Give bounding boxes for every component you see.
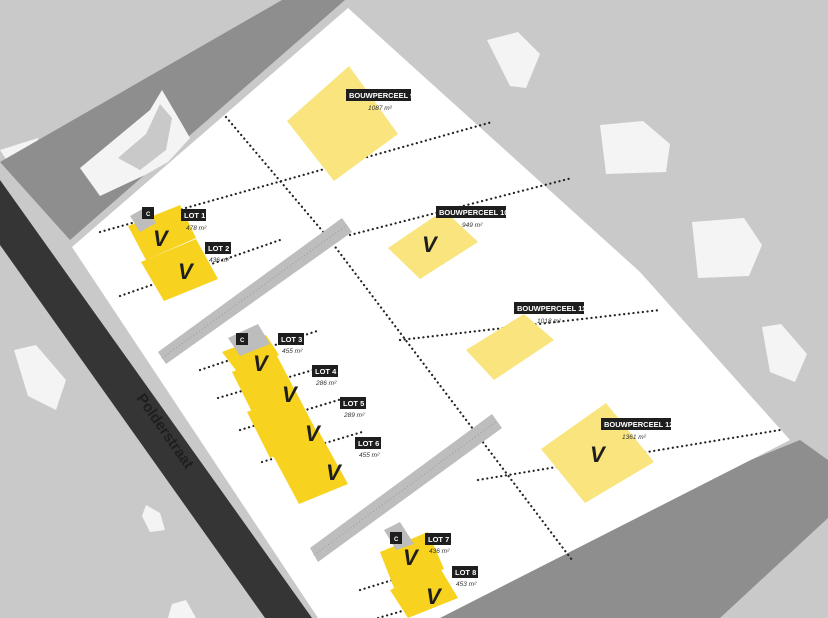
lot-8-area: 453 m² [456,581,477,588]
carport-lot-3-label: C [240,338,245,344]
lot-4-area: 286 m² [315,380,337,387]
access-path [310,414,502,562]
lot-6-v-marker: V [326,460,343,485]
lot-5-v-marker: V [305,421,322,446]
lot-8-name: LOT 8 [455,568,476,577]
bouwperceel-12-area: 1361 m² [622,434,647,441]
carports: C C C [130,207,414,550]
lot-1-v-marker: V [153,226,170,251]
lot-5-label: LOT 5 289 m² [340,397,366,419]
bouwperceel-9-name: BOUWPERCEEL 9 [349,91,414,100]
lot-5-name: LOT 5 [343,399,364,408]
lot-6-area: 455 m² [359,452,380,459]
bouwperceel-10-area: 949 m² [462,222,483,229]
polderstraat-street [0,180,312,618]
boundary-line [328,238,574,562]
carport-lot-3: C [228,324,270,356]
lot-1-label: LOT 1 478 m² [181,209,207,232]
lot-1-footprint [128,205,196,260]
bouwperceel-10-label: BOUWPERCEEL 10 949 m² [436,206,508,229]
lot-5-area: 289 m² [343,412,365,419]
carport-lot-1-label: C [146,212,151,218]
lot-4-label: LOT 4 286 m² [312,365,338,387]
bouwperceel-9-footprint [287,66,398,181]
bouwperceel-11-label: BOUWPERCEEL 11 1018 m² [514,302,586,325]
boundary-line [224,115,332,242]
v-markers: V V V V V V V V V V [153,226,607,609]
neighbour-building [692,218,762,278]
lot-4-v-marker: V [282,382,299,407]
lot-6-name: LOT 6 [358,439,379,448]
lot-8-label: LOT 8 453 m² [452,566,478,588]
bouwperceel-10-v-marker: V [422,232,439,257]
neighbour-building [600,121,670,174]
bouwperceel-12-name: BOUWPERCEEL 12 [604,420,673,429]
boundary-line [98,120,494,234]
neighbour-building [14,345,66,410]
lot-footprints [128,205,458,618]
neighbour-building [168,600,196,618]
lot-3-area: 455 m² [282,348,303,355]
lot-7-v-marker: V [403,545,420,570]
lot-2-area: 436 m² [209,257,230,264]
lot-2-footprint [141,239,218,301]
boundary-line [476,428,782,482]
lot-2-v-marker: V [178,259,195,284]
boundary-line [216,363,332,400]
carport-lot-7: C [384,522,414,550]
lot-6-footprint [270,430,348,504]
neighbour-building [142,505,165,532]
bouwperceel-9-label: BOUWPERCEEL 9 1087 m² [346,89,414,112]
bouwperceel-11-area: 1018 m² [537,318,562,325]
lot-1-name: LOT 1 [184,211,205,220]
bouwperceel-12-label: BOUWPERCEEL 12 1361 m² [601,418,673,441]
bouwperceel-labels: BOUWPERCEEL 9 1087 m² BOUWPERCEEL 10 949… [346,89,673,441]
side-building-courtyard [118,104,172,170]
bouwperceel-10-name: BOUWPERCEEL 10 [439,208,508,217]
bouwperceel-10-footprint [388,210,478,279]
neighbour-building [487,32,540,88]
lot-labels: LOT 1 478 m² LOT 2 436 m² LOT 3 455 m² L… [181,209,478,588]
lot-7-label: LOT 7 436 m² [425,533,451,555]
carport-lot-7-label: C [394,537,399,543]
lot-7-area: 436 m² [429,548,450,555]
bouwperceel-11-footprint [466,314,554,380]
boundary-line [348,176,574,237]
lot-8-footprint [390,568,458,618]
neighbour-building [762,324,807,382]
lot-3-label: LOT 3 455 m² [278,333,304,355]
lot-7-name: LOT 7 [428,535,449,544]
carport-lot-1: C [130,207,156,232]
lot-6-label: LOT 6 455 m² [355,437,381,459]
lot-2-name: LOT 2 [208,244,229,253]
lot-3-name: LOT 3 [281,335,302,344]
bouwperceel-11-name: BOUWPERCEEL 11 [517,304,586,313]
lot-1-area: 478 m² [186,225,207,232]
lot-8-v-marker: V [426,584,443,609]
lot-3-v-marker: V [253,351,270,376]
access-paths [158,218,502,562]
bouwperceel-12-v-marker: V [590,442,607,467]
lot-4-name: LOT 4 [315,367,337,376]
access-path [158,218,352,364]
bouwperceel-9-area: 1087 m² [368,105,393,112]
lot-2-label: LOT 2 436 m² [205,242,231,264]
